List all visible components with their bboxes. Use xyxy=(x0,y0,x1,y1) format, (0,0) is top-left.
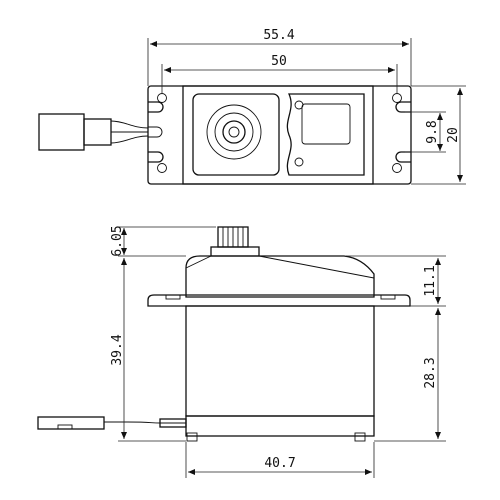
dimension-label-flange-to-bottom: 28.3 xyxy=(423,357,438,388)
dimension-flange-to-bottom: 28.3 xyxy=(374,308,446,442)
dimension-body-height: 39.4 xyxy=(110,258,186,442)
dimension-label-slot-spacing: 9.8 xyxy=(425,120,440,143)
side-view xyxy=(37,226,411,442)
top-cover-screw-lower xyxy=(294,157,304,167)
side-bottom-case xyxy=(185,415,375,437)
top-cable xyxy=(110,120,149,144)
side-top-case xyxy=(185,255,375,298)
top-view xyxy=(38,85,412,185)
top-main-body xyxy=(182,85,374,185)
dimension-label-body-height: 39.4 xyxy=(110,334,125,365)
dimension-spline-height: 6.05 xyxy=(110,225,216,257)
top-right-hole-upper xyxy=(392,93,402,103)
side-main-body xyxy=(185,305,375,417)
top-spline-center xyxy=(228,126,240,138)
top-connector xyxy=(38,113,85,151)
top-output-spline xyxy=(222,120,246,144)
dimension-body-width: 40.7 xyxy=(185,442,375,478)
side-spline-base xyxy=(210,246,260,257)
dimension-slot-spacing: 9.8 xyxy=(405,111,446,153)
dimension-label-body-depth: 20 xyxy=(446,127,461,143)
side-cable-sleeve xyxy=(159,418,187,428)
dimension-label-hole-spacing: 50 xyxy=(271,54,287,69)
top-left-slot-upper xyxy=(148,101,164,113)
dimension-label-overall-width: 55.4 xyxy=(263,28,294,43)
dimension-flange-to-top: 11.1 xyxy=(346,255,446,307)
top-cover-screw-upper xyxy=(294,100,304,110)
dimension-label-flange-to-top: 11.1 xyxy=(423,265,438,296)
top-right-hole-lower xyxy=(392,163,402,173)
top-left-hole-lower xyxy=(157,163,167,173)
top-cover-panel xyxy=(286,93,365,176)
top-gear-housing xyxy=(192,93,280,176)
top-left-hole-upper xyxy=(157,93,167,103)
dimension-overall-width: 55.4 xyxy=(147,28,412,86)
top-right-slot-upper xyxy=(395,101,411,113)
side-connector xyxy=(37,416,105,430)
top-left-slot-lower xyxy=(148,151,164,163)
dimension-body-depth: 20 xyxy=(411,85,466,185)
dimension-label-body-width: 40.7 xyxy=(264,456,295,471)
top-gear-ring xyxy=(214,112,254,152)
top-wire-relief xyxy=(148,126,163,138)
dimension-hole-spacing: 50 xyxy=(161,54,398,93)
top-label-window xyxy=(301,103,351,145)
side-cable xyxy=(104,421,186,424)
dimension-label-spline-height: 6.05 xyxy=(110,225,125,256)
top-cable-sleeve xyxy=(83,118,112,146)
top-gear-outer xyxy=(206,104,262,160)
top-right-slot-lower xyxy=(395,151,411,163)
side-mounting-flange xyxy=(147,294,411,307)
